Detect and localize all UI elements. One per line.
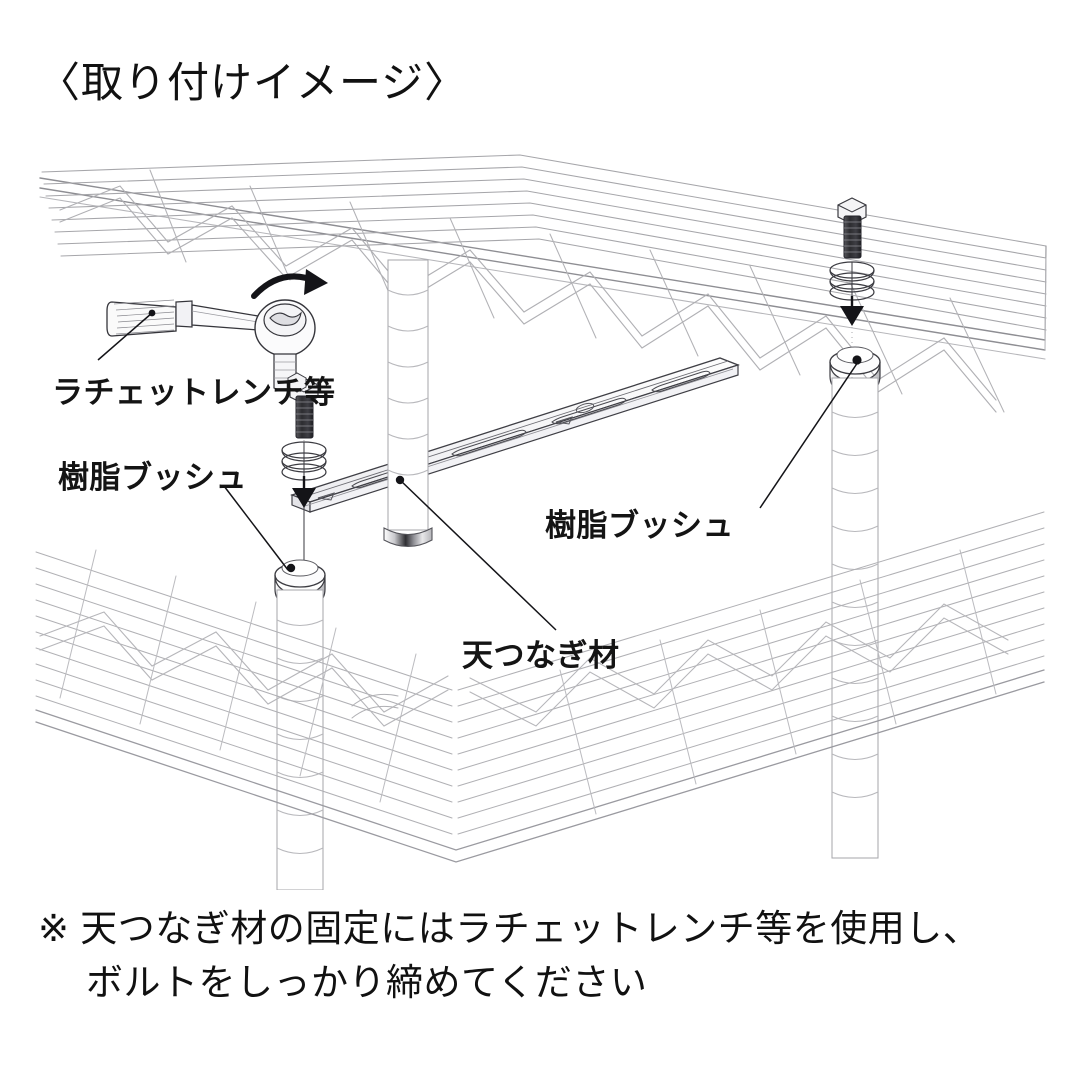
label-resin-bush-right: 樹脂ブッシュ [545,508,734,543]
rotation-arrow [251,269,328,299]
note-line-1: ※ 天つなぎ材の固定にはラチェットレンチ等を使用し、 [38,908,981,949]
right-fastener-assembly [829,197,875,400]
assembly-arrow-right [840,296,864,326]
lower-shelf [35,511,1045,863]
posts [276,259,879,890]
post-left-front [276,589,324,890]
left-fastener-assembly [281,377,327,578]
label-resin-bush-left: 樹脂ブッシュ [58,460,247,495]
note-line-2: ボルトをしっかり締めてください [86,961,648,1003]
label-ratchet-wrench: ラチェットレンチ等 [52,375,336,410]
loose-nut [287,372,307,393]
installation-note: ※ 天つなぎ材の固定にはラチェットレンチ等を使用し、 ボルトをしっかり締めてくだ… [38,902,1048,1009]
ratchet-wrench [106,269,328,393]
page-title: 〈取り付けイメージ〉 [38,59,468,106]
assembly-diagram [35,154,1047,890]
label-connector-beam: 天つなぎ材 [462,638,620,673]
leader-dots [148,309,862,573]
hex-bolt-right [837,197,867,259]
hex-bolt-left [289,377,319,439]
connector-beam [290,357,740,513]
post-right [831,377,879,859]
assembly-arrow-left [292,476,316,508]
leader-lines [97,312,859,631]
post-middle [383,259,433,548]
